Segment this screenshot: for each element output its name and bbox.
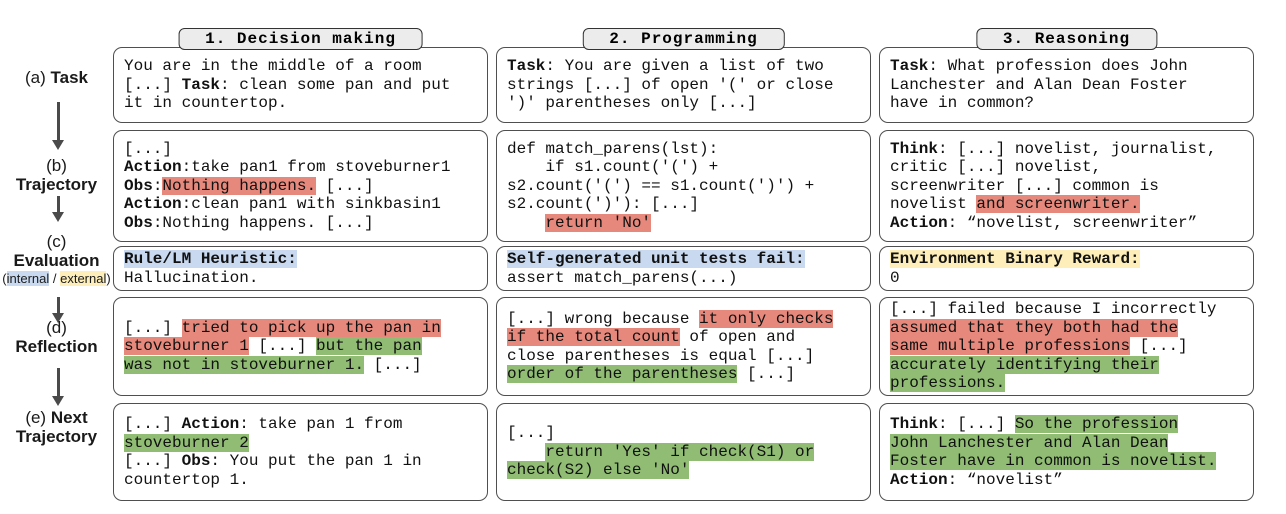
evaluation-box: Self-generated unit tests fail: assert m…: [496, 246, 871, 291]
reflection-box: [...] failed because I incorrectly assum…: [879, 297, 1254, 396]
trajectory-box: def match_parens(lst): if s1.count('(') …: [496, 130, 871, 242]
task-text: Task: You are given a list of two string…: [507, 57, 834, 113]
trajectory-box: [...] Action:take pan1 from stoveburner1…: [113, 130, 488, 242]
column-decision-making: 1. Decision making You are in the middle…: [113, 0, 488, 514]
reflection-text: [...] tried to pick up the pan in stoveb…: [124, 318, 441, 374]
reflection-box: [...] wrong because it only checks if th…: [496, 297, 871, 396]
task-box: Task: You are given a list of two string…: [496, 47, 871, 123]
task-text: Task: What profession does John Lanchest…: [890, 57, 1188, 113]
arrow-shaft: [56, 196, 60, 212]
column-header-tab: 1. Decision making: [178, 28, 423, 50]
next-trajectory-text: Think: [...] So the profession John Lanc…: [890, 415, 1217, 489]
next-trajectory-box: [...] return 'Yes' if check(S1) or check…: [496, 403, 871, 501]
evaluation-text: Environment Binary Reward: 0: [890, 250, 1140, 287]
next-trajectory-text: [...] Action: take pan 1 from stoveburne…: [124, 415, 422, 489]
step-b-trajectory-label: (b) Trajectory: [0, 156, 113, 194]
trajectory-box: Think: [...] novelist, journalist, criti…: [879, 130, 1254, 242]
step-e-text-line2: Trajectory: [15, 427, 98, 446]
next-trajectory-box: [...] Action: take pan 1 from stoveburne…: [113, 403, 488, 501]
step-e-next-trajectory-label: (e) Next Trajectory: [0, 408, 113, 446]
flow-arrow-3: [51, 297, 65, 323]
column-header-tab: 3. Reasoning: [975, 28, 1158, 50]
step-c-evaluation-label: (c) Evaluation (internal / external): [0, 232, 113, 287]
flow-arrow-4: [51, 368, 65, 406]
column-header-tab: 2. Programming: [582, 28, 785, 50]
process-sidebar: (a) Task (b) Trajectory (c) Evaluation (…: [0, 0, 113, 514]
column-reasoning: 3. Reasoning Task: What profession does …: [879, 0, 1254, 514]
arrow-shaft: [56, 102, 60, 140]
evaluation-box: Environment Binary Reward: 0: [879, 246, 1254, 291]
step-c-text: Evaluation: [13, 251, 100, 270]
step-d-reflection-label: (d) Reflection: [0, 318, 113, 356]
arrow-shaft: [56, 368, 60, 396]
step-a-task-label: (a) Task: [0, 68, 113, 87]
internal-external-note: (internal / external): [2, 271, 111, 286]
task-box: You are in the middle of a room [...] Ta…: [113, 47, 488, 123]
trajectory-text: [...] Action:take pan1 from stoveburner1…: [124, 139, 451, 232]
step-d-text: Reflection: [15, 337, 98, 356]
flow-arrow-1: [51, 102, 65, 150]
evaluation-text: Rule/LM Heuristic: Hallucination.: [124, 250, 297, 287]
reflection-box: [...] tried to pick up the pan in stoveb…: [113, 297, 488, 396]
step-c-prefix: (c): [46, 232, 67, 251]
arrow-head-icon: [52, 396, 64, 406]
evaluation-box: Rule/LM Heuristic: Hallucination.: [113, 246, 488, 291]
flow-arrow-2: [51, 196, 65, 222]
step-d-prefix: (d): [46, 318, 67, 337]
next-trajectory-box: Think: [...] So the profession John Lanc…: [879, 403, 1254, 501]
step-a-text: (a) Task: [25, 68, 88, 87]
column-header-label: 3. Reasoning: [1002, 30, 1131, 48]
step-b-text: Trajectory: [15, 175, 98, 194]
evaluation-text: Self-generated unit tests fail: assert m…: [507, 250, 805, 287]
column-programming: 2. Programming Task: You are given a lis…: [496, 0, 871, 514]
arrow-head-icon: [52, 212, 64, 222]
trajectory-text: def match_parens(lst): if s1.count('(') …: [507, 139, 815, 232]
reflection-text: [...] wrong because it only checks if th…: [507, 309, 834, 383]
task-box: Task: What profession does John Lanchest…: [879, 47, 1254, 123]
arrow-shaft: [56, 297, 60, 313]
next-trajectory-text: [...] return 'Yes' if check(S1) or check…: [507, 424, 815, 480]
arrow-head-icon: [52, 140, 64, 150]
reflection-text: [...] failed because I incorrectly assum…: [890, 300, 1217, 393]
trajectory-text: Think: [...] novelist, journalist, criti…: [890, 139, 1217, 232]
step-b-prefix: (b): [46, 156, 67, 175]
task-text: You are in the middle of a room [...] Ta…: [124, 57, 451, 113]
column-header-label: 2. Programming: [609, 30, 758, 48]
column-header-label: 1. Decision making: [205, 30, 396, 48]
step-e-text-line1: (e) Next: [25, 408, 88, 427]
arrow-head-icon: [52, 313, 64, 323]
